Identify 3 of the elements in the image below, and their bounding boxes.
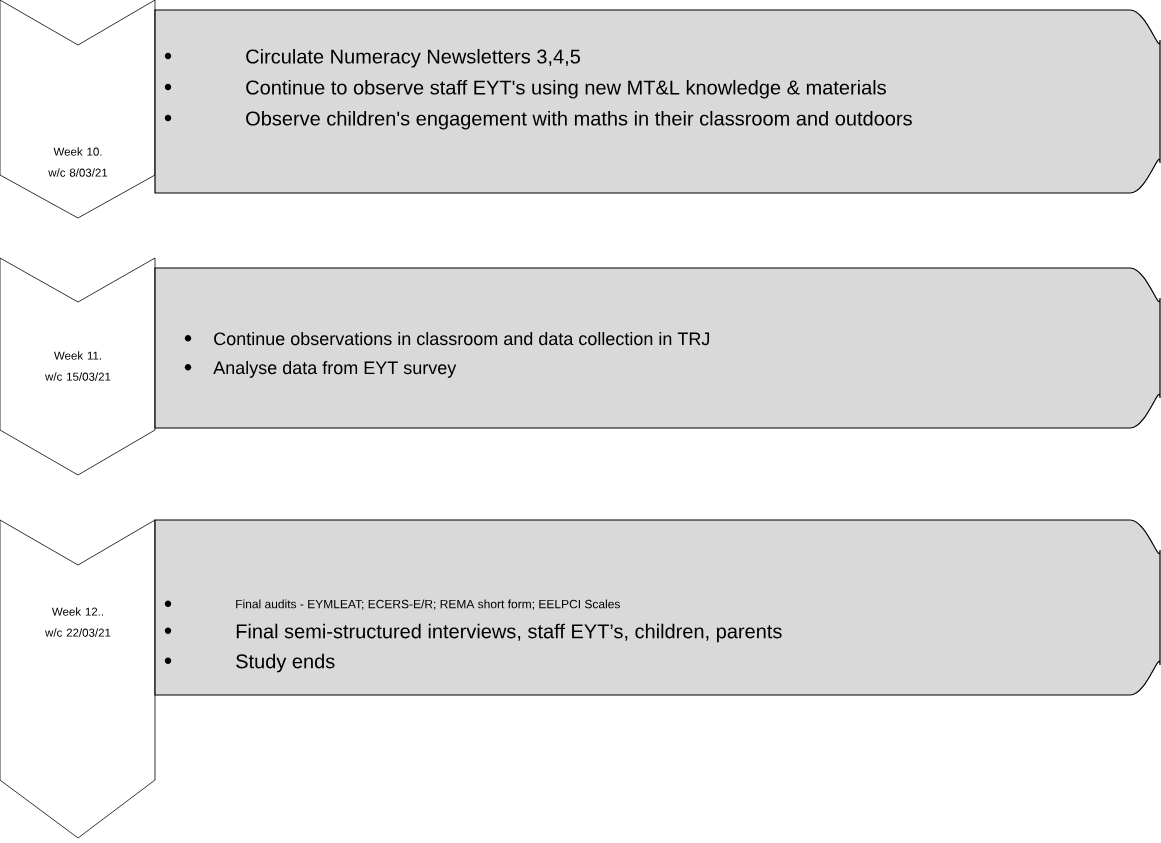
rounded-box: Continue observations in classroom and data collection in TRJ Analyse data from EYT survey [154,267,1161,429]
rounded-box: Circulate Numeracy Newsletters 3,4,5 Continue to observe staff EYT's using new MT&L knowledge & materials Observe children's engagement with maths in their classroom and outdoors [154,9,1161,194]
rounded-box: Final audits - EYMLEAT; ECERS-E/R; REMA short form; EELPCI Scales Final semi-structured interviews, staff EYT’s, children, parents Study ends [154,519,1161,696]
